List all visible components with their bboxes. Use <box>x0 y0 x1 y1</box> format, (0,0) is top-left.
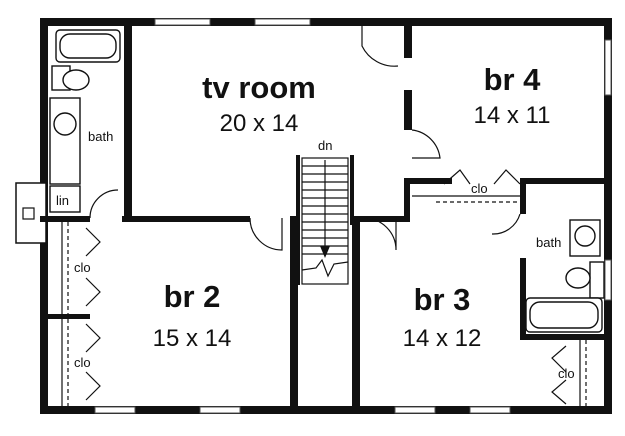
right-bath-fixtures <box>525 219 605 333</box>
room-size-tv-room: 20 x 14 <box>220 110 299 137</box>
arrow-down-icon <box>320 246 330 258</box>
room-name-br3: br 3 <box>414 282 471 317</box>
interior-walls <box>40 18 610 414</box>
label-closet-br2-lower: clo <box>74 355 91 370</box>
room-name-tv-room: tv room <box>202 70 316 105</box>
windows <box>94 18 612 414</box>
left-bath-fixtures <box>49 29 121 213</box>
room-name-br4: br 4 <box>484 62 542 97</box>
doors <box>89 26 521 251</box>
label-linen: lin <box>56 193 69 208</box>
chimney <box>15 182 47 244</box>
room-size-br4: 14 x 11 <box>474 102 551 129</box>
staircase <box>301 157 349 285</box>
label-closet-br4: clo <box>471 181 488 196</box>
room-name-br2: br 2 <box>164 279 221 314</box>
label-bath-left: bath <box>88 129 113 144</box>
label-closet-br2-upper: clo <box>74 260 91 275</box>
label-closet-br3: clo <box>558 366 575 381</box>
label-bath-right: bath <box>536 235 561 250</box>
closets <box>61 169 587 406</box>
label-stair-down: dn <box>318 138 332 153</box>
room-size-br3: 14 x 12 <box>403 325 482 352</box>
room-size-br2: 15 x 14 <box>153 325 232 352</box>
